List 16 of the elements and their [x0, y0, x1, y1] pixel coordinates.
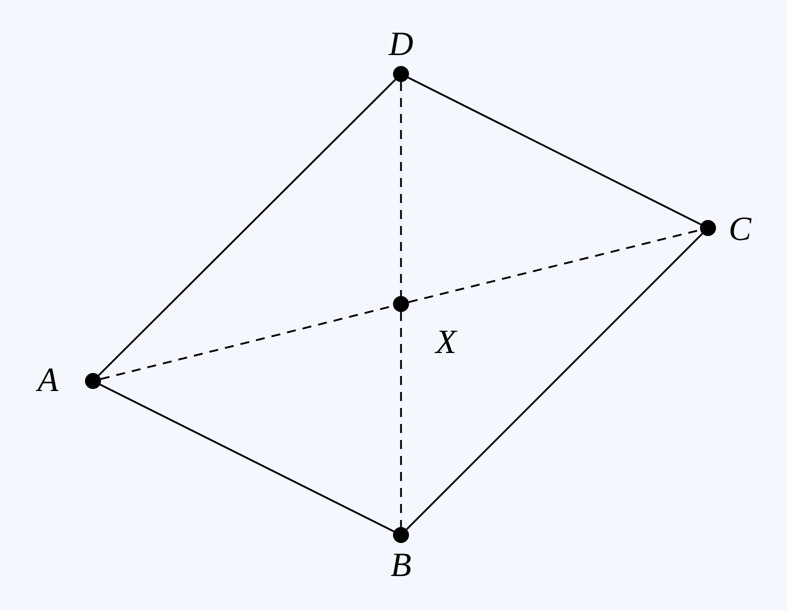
- point-label: D: [388, 28, 414, 62]
- point-label: X: [436, 326, 456, 360]
- point-dot: [393, 527, 409, 543]
- point-dot: [85, 373, 101, 389]
- point-label: B: [390, 549, 412, 583]
- line-segment: [98, 79, 396, 376]
- line-segment: [406, 233, 703, 530]
- point-dot: [700, 220, 716, 236]
- dashed-line: [400, 82, 402, 296]
- dashed-line: [400, 312, 402, 527]
- point-label: A: [38, 364, 58, 398]
- point-label: C: [728, 213, 752, 247]
- line-segment: [100, 384, 394, 532]
- point-dot: [393, 296, 409, 312]
- point-dot: [393, 66, 409, 82]
- line-segment: [408, 76, 702, 226]
